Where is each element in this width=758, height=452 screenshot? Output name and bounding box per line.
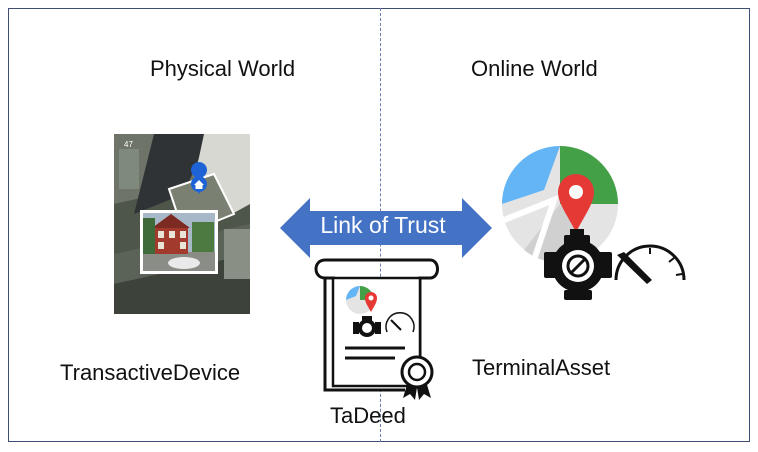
physical-world-heading: Physical World — [150, 56, 296, 81]
deed-scroll-icon — [314, 258, 439, 400]
ta-deed-label: TaDeed — [330, 403, 406, 428]
terminal-asset-illustration — [502, 146, 686, 300]
transactive-device-label: TransactiveDevice — [60, 360, 241, 385]
link-of-trust-arrow — [280, 198, 492, 258]
gauge-icon — [614, 244, 686, 284]
online-world-heading: Online World — [471, 56, 598, 81]
diagram-frame — [8, 8, 750, 442]
terminal-asset-label: TerminalAsset — [472, 355, 611, 380]
map-icon — [502, 146, 618, 263]
house-pin-icon — [191, 162, 208, 194]
seal-icon — [400, 355, 434, 400]
aerial-map-photo: 47 — [114, 134, 250, 314]
map-badge: 47 — [124, 140, 133, 149]
map-pin-icon — [558, 174, 594, 232]
link-of-trust-label: Link of Trust — [320, 212, 446, 238]
circulator-pump-icon — [544, 229, 612, 300]
